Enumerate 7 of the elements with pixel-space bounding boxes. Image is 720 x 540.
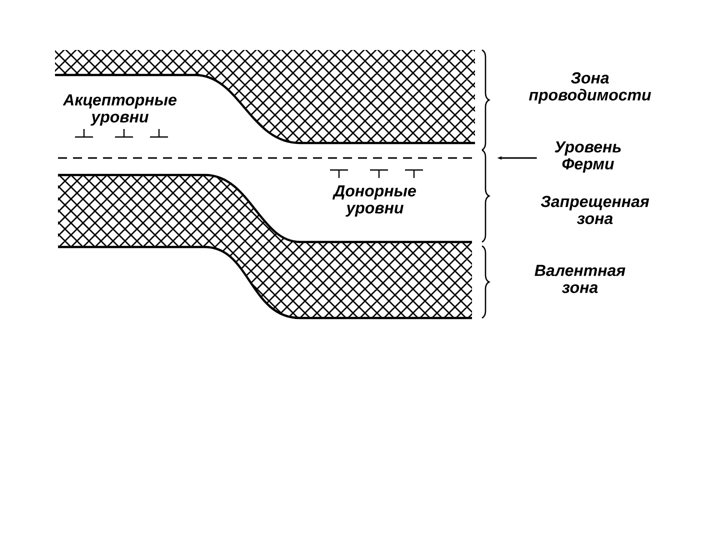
label-text: Запрещенная зона <box>540 196 650 224</box>
dashed-line <box>58 157 475 159</box>
label-text: Валентная зона <box>534 264 626 294</box>
label-text: Акцепторные уровни <box>62 94 176 126</box>
label-text: Уровень Ферми <box>554 141 621 173</box>
label-text: Зона проводимости <box>529 72 651 104</box>
label-text: Донорные уровни <box>332 185 416 217</box>
